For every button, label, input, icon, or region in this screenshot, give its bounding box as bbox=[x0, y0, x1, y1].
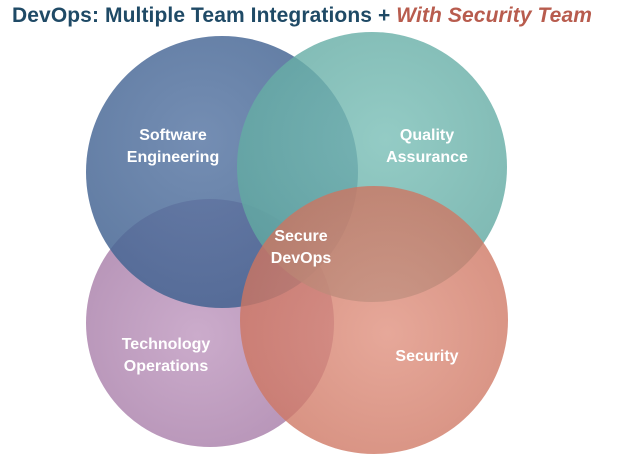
label-quality-assurance-line1: Quality bbox=[399, 127, 455, 144]
label-security-line1: Security bbox=[395, 348, 459, 365]
label-technology-operations-line2: Operations bbox=[123, 358, 209, 375]
label-technology-operations: Technology Operations bbox=[122, 334, 211, 378]
label-security: Security bbox=[395, 346, 458, 368]
diagram-title: DevOps: Multiple Team Integrations + Wit… bbox=[12, 4, 632, 28]
label-software-engineering-line2: Engineering bbox=[126, 149, 220, 166]
title-accent: With Security Team bbox=[396, 4, 593, 27]
label-software-engineering-line1: Software bbox=[139, 127, 207, 144]
label-secure-devops: Secure DevOps bbox=[271, 226, 331, 270]
label-technology-operations-line1: Technology bbox=[121, 336, 211, 353]
circle-security bbox=[240, 186, 508, 454]
label-secure-devops-line1: Secure bbox=[274, 228, 328, 245]
label-secure-devops-line2: DevOps bbox=[270, 250, 332, 267]
label-quality-assurance-line2: Assurance bbox=[386, 149, 468, 166]
label-software-engineering: Software Engineering bbox=[127, 125, 219, 169]
title-main: DevOps: Multiple Team Integrations + bbox=[12, 4, 397, 27]
label-quality-assurance: Quality Assurance bbox=[386, 125, 468, 169]
